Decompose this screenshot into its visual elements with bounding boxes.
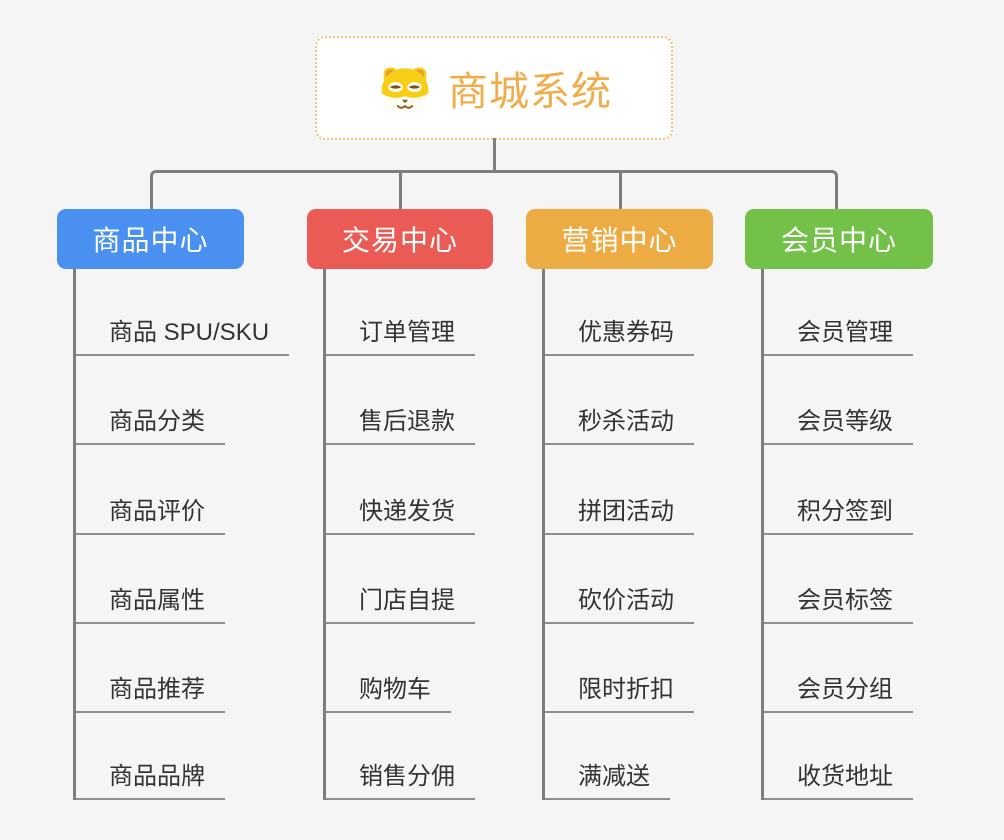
root-title: 商城系统: [448, 70, 612, 114]
leaf-node[interactable]: 会员等级: [764, 405, 913, 445]
leaf-node[interactable]: 限时折扣: [545, 673, 694, 713]
leaf-node[interactable]: 积分签到: [764, 495, 913, 535]
branch-header-product-center[interactable]: 商品中心: [57, 209, 244, 269]
branch-children-trade-center: 订单管理 售后退款 快递发货 门店自提 购物车 销售分佣: [323, 269, 546, 800]
leaf-node[interactable]: 砍价活动: [545, 584, 694, 624]
branch-drop-connector: [619, 172, 622, 210]
leaf-node[interactable]: 拼团活动: [545, 495, 694, 535]
branch-drop-connector: [399, 172, 402, 210]
leaf-node[interactable]: 会员分组: [764, 673, 913, 713]
branch-children-marketing-center: 优惠券码 秒杀活动 拼团活动 砍价活动 限时折扣 满减送: [542, 269, 765, 800]
leaf-node[interactable]: 会员标签: [764, 584, 913, 624]
root-node[interactable]: 商城系统: [315, 36, 673, 140]
leaf-node[interactable]: 商品评价: [76, 495, 225, 535]
leaf-node[interactable]: 会员管理: [764, 316, 913, 356]
dog-icon: [376, 61, 434, 115]
branch-header-member-center[interactable]: 会员中心: [745, 209, 933, 269]
branch-header-trade-center[interactable]: 交易中心: [307, 209, 493, 269]
branch-header-marketing-center[interactable]: 营销中心: [526, 209, 713, 269]
leaf-node[interactable]: 商品推荐: [76, 673, 225, 713]
leaf-node[interactable]: 销售分佣: [326, 760, 475, 800]
leaf-node[interactable]: 售后退款: [326, 405, 475, 445]
leaf-node[interactable]: 门店自提: [326, 584, 475, 624]
leaf-node[interactable]: 商品 SPU/SKU: [76, 316, 290, 356]
leaf-node[interactable]: 满减送: [545, 760, 670, 800]
leaf-node[interactable]: 商品属性: [76, 584, 225, 624]
branch-children-product-center: 商品 SPU/SKU 商品分类 商品评价 商品属性 商品推荐 商品品牌: [73, 269, 296, 800]
leaf-node[interactable]: 优惠券码: [545, 316, 694, 356]
leaf-node[interactable]: 商品品牌: [76, 760, 225, 800]
leaf-node[interactable]: 商品分类: [76, 405, 225, 445]
branch-frame-connector: [150, 170, 838, 210]
branch-label: 会员中心: [780, 225, 897, 256]
leaf-node[interactable]: 购物车: [326, 673, 451, 713]
branch-label: 交易中心: [341, 225, 458, 256]
branch-label: 商品中心: [92, 225, 209, 256]
leaf-node[interactable]: 订单管理: [326, 316, 475, 356]
branch-label: 营销中心: [561, 225, 678, 256]
leaf-node[interactable]: 快递发货: [326, 495, 475, 535]
leaf-node[interactable]: 收货地址: [764, 760, 913, 800]
leaf-node[interactable]: 秒杀活动: [545, 405, 694, 445]
root-stem-connector: [493, 138, 496, 171]
branch-children-member-center: 会员管理 会员等级 积分签到 会员标签 会员分组 收货地址: [761, 269, 984, 800]
